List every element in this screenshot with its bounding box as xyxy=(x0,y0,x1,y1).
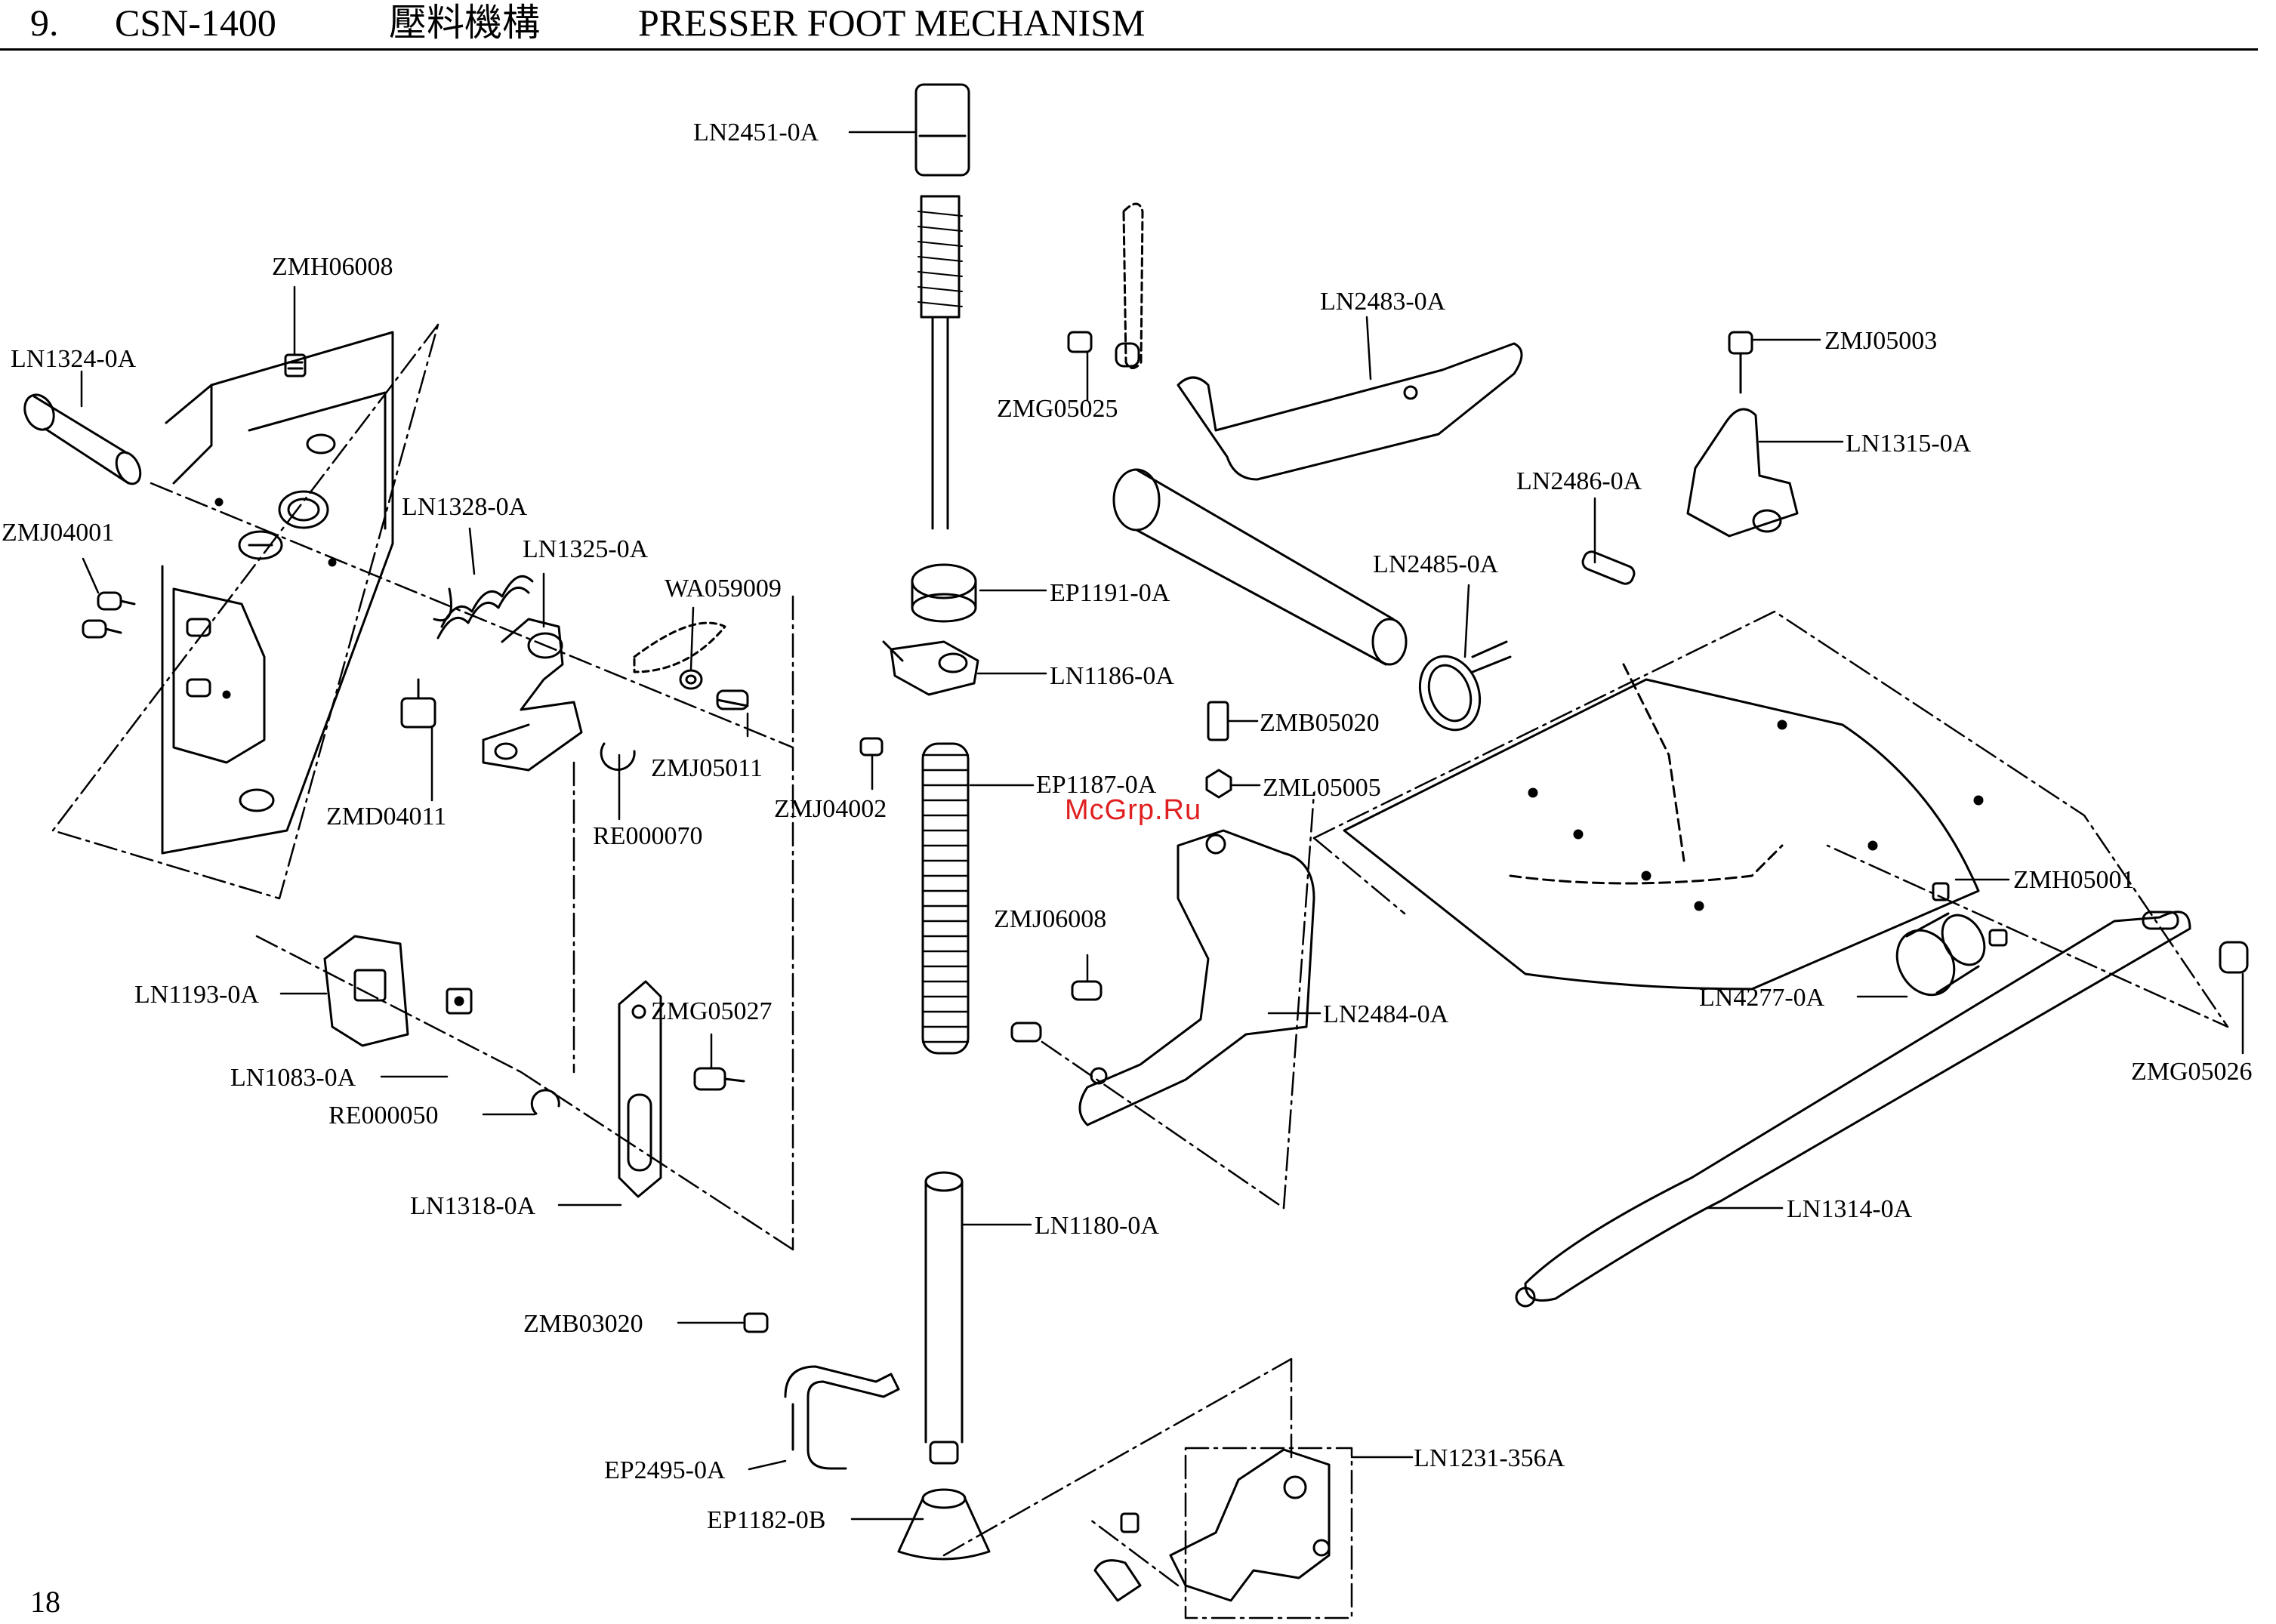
watermark: McGrp.Ru xyxy=(1065,794,1202,826)
callout-ln1315: LN1315-0A xyxy=(1846,430,1972,458)
right-side-parts xyxy=(1010,202,2249,1308)
callout-zmj04002: ZMJ04002 xyxy=(774,795,887,823)
callout-ln2485: LN2485-0A xyxy=(1373,550,1499,578)
callout-ln2483: LN2483-0A xyxy=(1320,288,1446,316)
callout-zmj04001: ZMJ04001 xyxy=(2,519,114,547)
callout-ln2484: LN2484-0A xyxy=(1323,1000,1449,1028)
callout-wa059009: WA059009 xyxy=(665,575,782,602)
callout-ln1193: LN1193-0A xyxy=(134,981,259,1009)
callout-ln2451: LN2451-0A xyxy=(693,119,819,146)
callout-ln1083: LN1083-0A xyxy=(230,1064,356,1092)
callout-zmh06008: ZMH06008 xyxy=(272,253,393,281)
callout-zmh05001: ZMH05001 xyxy=(2013,866,2135,894)
callout-ln4277: LN4277-0A xyxy=(1699,984,1825,1012)
page-number: 18 xyxy=(30,1585,60,1619)
callout-ep1182: EP1182-0B xyxy=(707,1506,825,1534)
callout-ln1180: LN1180-0A xyxy=(1035,1212,1159,1240)
callout-ep1187: EP1187-0A xyxy=(1036,771,1157,799)
callout-ln1324: LN1324-0A xyxy=(11,345,137,373)
model-name: CSN-1400 xyxy=(115,2,276,44)
callout-zmd04011: ZMD04011 xyxy=(326,803,446,830)
machine-frame xyxy=(161,331,394,855)
callout-ln2486: LN2486-0A xyxy=(1516,467,1642,495)
callout-zml05005: ZML05005 xyxy=(1263,774,1381,802)
callout-zmj05011: ZMJ05011 xyxy=(651,754,763,782)
callout-zmj06008: ZMJ06008 xyxy=(994,905,1106,933)
callout-re000070: RE000070 xyxy=(593,822,702,850)
callout-zmg05027: ZMG05027 xyxy=(651,997,773,1025)
presser-foot xyxy=(1093,1448,1331,1602)
callout-zmj05003: ZMJ05003 xyxy=(1824,327,1937,355)
title-chinese: 壓料機構 xyxy=(389,2,540,44)
page-header: 9. CSN-1400 壓料機構 PRESSER FOOT MECHANISM xyxy=(0,0,2258,51)
callout-zmb05020: ZMB05020 xyxy=(1260,709,1380,737)
leader-lines xyxy=(80,131,2244,1521)
callout-ln1328: LN1328-0A xyxy=(402,493,528,521)
callout-zmg05025: ZMG05025 xyxy=(997,395,1118,423)
title-english: PRESSER FOOT MECHANISM xyxy=(638,2,1146,44)
callout-ln1325: LN1325-0A xyxy=(523,535,649,563)
left-small-parts xyxy=(23,353,749,772)
lower-left-parts xyxy=(323,935,745,1198)
callout-ep2495: EP2495-0A xyxy=(604,1456,726,1484)
callout-ln1186: LN1186-0A xyxy=(1050,662,1174,690)
callout-zmb03020: ZMB03020 xyxy=(523,1310,643,1338)
callout-ln1231: LN1231-356A xyxy=(1414,1444,1565,1472)
callout-zmg05026: ZMG05026 xyxy=(2131,1058,2253,1086)
callout-ln1318: LN1318-0A xyxy=(410,1192,536,1220)
presser-bar-stack xyxy=(743,83,991,1561)
callout-ln1314: LN1314-0A xyxy=(1787,1195,1913,1223)
section-number: 9. xyxy=(30,2,59,44)
callout-re000050: RE000050 xyxy=(328,1102,438,1129)
callout-ep1191: EP1191-0A xyxy=(1050,579,1170,607)
callout-labels: LN2451-0A ZMH06008 LN1324-0A ZMJ04001 LN… xyxy=(2,119,2253,1534)
